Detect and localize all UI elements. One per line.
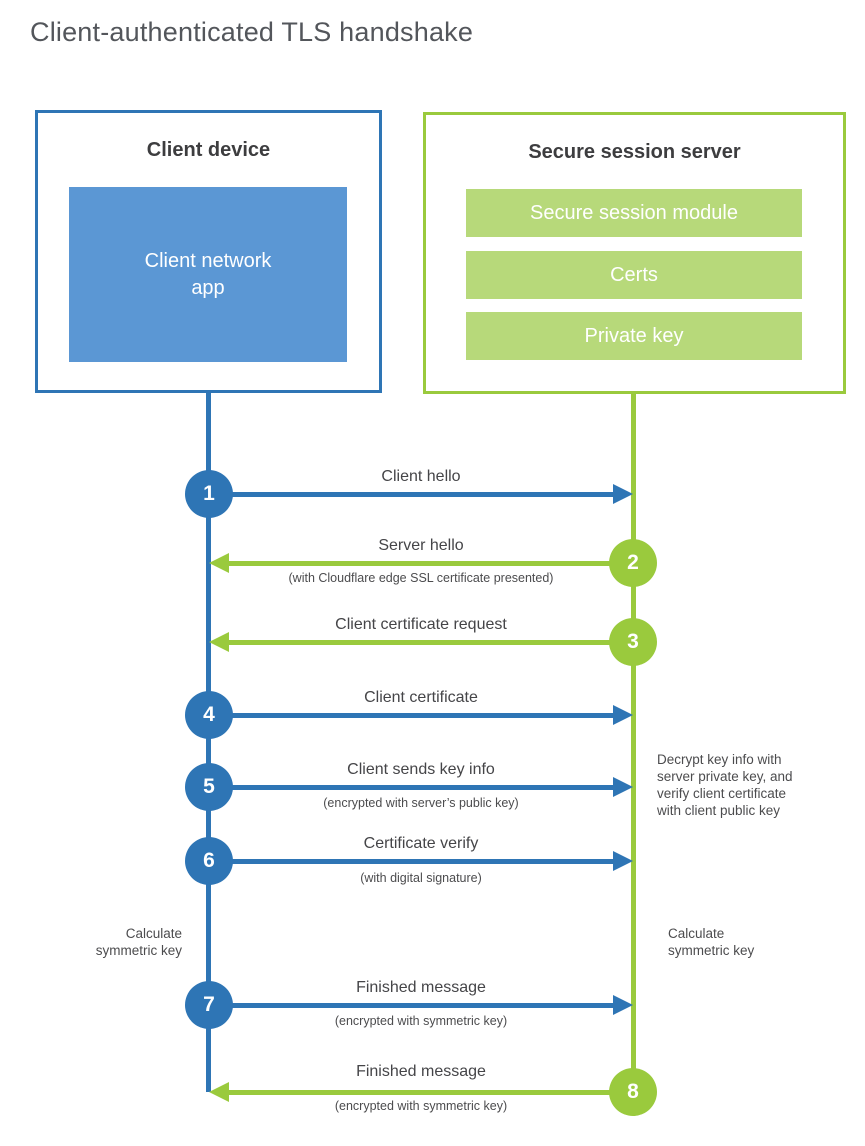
step-7-sublabel: (encrypted with symmetric key) — [334, 1014, 508, 1028]
secure-session-server-title: Secure session server — [528, 141, 741, 163]
step-1-arrow-line — [209, 492, 613, 497]
step-1-circle: 1 — [185, 470, 233, 518]
client-lifeline — [206, 393, 211, 1092]
step-2-label: Server hello — [378, 537, 464, 554]
step-6-label: Certificate verify — [363, 835, 479, 852]
step-4-arrow-line — [209, 713, 613, 718]
step-3-arrow-head — [209, 632, 229, 652]
page-title: Client-authenticated TLS handshake — [30, 17, 474, 47]
step-5-arrow-line — [209, 785, 613, 790]
client-device-title: Client device — [146, 139, 271, 161]
step-2-circle: 2 — [609, 539, 657, 587]
step-2-sublabel: (with Cloudflare edge SSL certificate pr… — [288, 571, 554, 585]
step-8-arrow-line — [229, 1090, 633, 1095]
step-7-label: Finished message — [356, 979, 486, 996]
step-3-arrow-line — [229, 640, 633, 645]
server-module-certs: Certs — [466, 251, 802, 299]
client-device-box: Client device Client network app — [35, 110, 382, 393]
step-7-arrow-head — [613, 995, 633, 1015]
step-8-arrow-head — [209, 1082, 229, 1102]
step-6-circle: 6 — [185, 837, 233, 885]
step-7-circle: 7 — [185, 981, 233, 1029]
step-8-label: Finished message — [356, 1063, 486, 1080]
step-5-label: Client sends key info — [347, 761, 495, 778]
server-module-private-key: Private key — [466, 312, 802, 360]
step-6-sublabel: (with digital signature) — [360, 871, 482, 885]
step-1-arrow-head — [613, 484, 633, 504]
step-1-label: Client hello — [381, 468, 461, 485]
step-4-circle: 4 — [185, 691, 233, 739]
calculate-symmetric-key-server: Calculate symmetric key — [668, 926, 755, 958]
step-6-arrow-line — [209, 859, 613, 864]
step-4-arrow-head — [613, 705, 633, 725]
step-8-circle: 8 — [609, 1068, 657, 1116]
step-8-sublabel: (encrypted with symmetric key) — [334, 1099, 508, 1113]
step-2-arrow-head — [209, 553, 229, 573]
step-3-circle: 3 — [609, 618, 657, 666]
step-5-sublabel: (encrypted with server’s public key) — [323, 796, 519, 810]
step-5-circle: 5 — [185, 763, 233, 811]
step-6-arrow-head — [613, 851, 633, 871]
client-network-app-box: Client network app — [69, 187, 347, 362]
step-2-arrow-line — [229, 561, 633, 566]
step-3-label: Client certificate request — [335, 616, 507, 633]
calculate-symmetric-key-client: Calculate symmetric key — [95, 926, 182, 958]
secure-session-server-box: Secure session server Secure session mod… — [423, 112, 846, 394]
decrypt-key-note: Decrypt key info with server private key… — [657, 752, 793, 818]
step-7-arrow-line — [209, 1003, 613, 1008]
server-lifeline — [631, 394, 636, 1092]
step-4-label: Client certificate — [364, 689, 478, 706]
step-5-arrow-head — [613, 777, 633, 797]
server-module-secure-session-module: Secure session module — [466, 189, 802, 237]
